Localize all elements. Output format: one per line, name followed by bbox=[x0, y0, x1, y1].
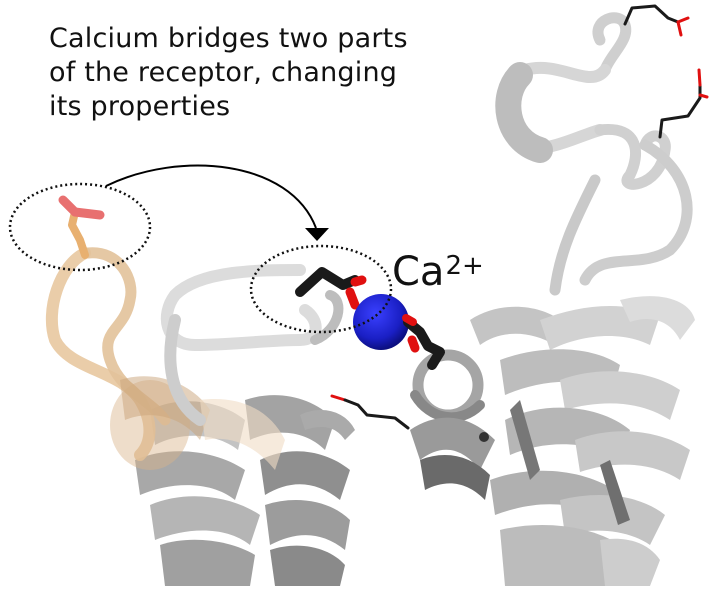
sidechain-coordinating-1 bbox=[295, 267, 367, 310]
binding-loop-right bbox=[410, 349, 495, 500]
caption-line-1: Calcium bridges two parts bbox=[49, 23, 408, 54]
ion-charge: 2+ bbox=[445, 251, 484, 281]
right-upper-loops bbox=[495, 12, 693, 296]
sidechain-faded bbox=[58, 195, 105, 259]
sidechain-coordinating-2 bbox=[402, 314, 445, 370]
highlight-ellipse-original bbox=[8, 182, 152, 272]
highlight-ellipse-bound bbox=[249, 244, 393, 334]
arrow-head-icon bbox=[305, 228, 329, 241]
sidechain-lower-middle bbox=[330, 394, 410, 430]
right-helices bbox=[470, 296, 695, 586]
binding-loop-left bbox=[160, 264, 344, 426]
calcium-ion-sphere bbox=[353, 294, 409, 350]
sidechain-top-right-1 bbox=[623, 4, 690, 37]
ion-symbol: Ca bbox=[392, 249, 445, 295]
calcium-ion-label: Ca2+ bbox=[392, 250, 484, 294]
caption: Calcium bridges two parts of the recepto… bbox=[49, 22, 408, 124]
moved-segment bbox=[45, 247, 285, 470]
movement-arrow bbox=[105, 164, 317, 229]
sidechain-top-right-2 bbox=[658, 68, 709, 139]
caption-line-3: its properties bbox=[49, 91, 231, 122]
caption-line-2: of the receptor, changing bbox=[49, 57, 398, 88]
